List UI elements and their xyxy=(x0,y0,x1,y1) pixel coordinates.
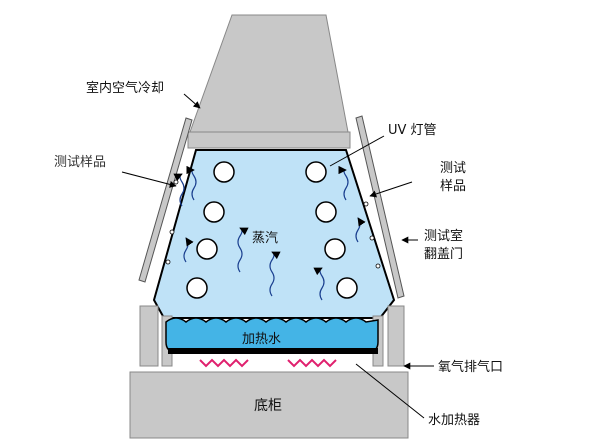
uv-lamp xyxy=(213,161,235,183)
chimney-collar xyxy=(187,131,351,149)
droplet xyxy=(375,263,381,269)
steam-arrow xyxy=(183,237,194,263)
uv-lamp xyxy=(324,238,346,260)
heater-coil-left xyxy=(199,358,249,368)
droplet xyxy=(169,229,175,235)
uv-lamp xyxy=(186,277,208,299)
droplet xyxy=(173,179,179,185)
label-cabinet: 底柜 xyxy=(254,398,282,414)
uv-lamp xyxy=(305,161,327,183)
right-side-panel xyxy=(355,115,405,299)
label-test-sample-left: 测试样品 xyxy=(54,155,106,170)
label-lid-2: 翻盖门 xyxy=(424,247,463,262)
droplet xyxy=(369,235,375,241)
left-side-panel xyxy=(138,117,193,283)
leader-heater xyxy=(355,363,425,419)
steam-arrow xyxy=(355,217,366,243)
label-indoor-cooling: 室内空气冷却 xyxy=(86,80,164,96)
steam-arrow xyxy=(338,165,349,201)
right-support-outer xyxy=(387,305,405,367)
steam-arrow xyxy=(173,173,185,207)
cooling-chimney xyxy=(189,14,349,133)
label-oxygen-exhaust: 氧气排气口 xyxy=(438,359,503,375)
water-basin xyxy=(165,317,379,353)
steam-arrow xyxy=(313,267,325,301)
droplet xyxy=(363,201,369,207)
leader-cooling xyxy=(183,93,201,109)
steam-arrow xyxy=(237,227,249,273)
label-lid-1: 测试室 xyxy=(424,228,463,244)
heater-coil-right xyxy=(287,358,337,368)
leader-sample-right xyxy=(369,181,413,198)
steam-arrow xyxy=(269,251,281,297)
label-test-sample-right-1: 测试 xyxy=(440,161,466,176)
basin-bottom xyxy=(168,348,378,354)
label-uv-lamp: UV 灯管 xyxy=(388,123,437,138)
uv-lamp xyxy=(203,201,225,223)
label-steam: 蒸汽 xyxy=(252,231,278,246)
steam-arrow xyxy=(186,165,197,201)
label-water-heater: 水加热器 xyxy=(428,413,480,428)
base-cabinet xyxy=(129,371,409,439)
left-support-outer xyxy=(139,305,159,367)
leader-sample-left xyxy=(121,171,177,188)
label-heated-water: 加热水 xyxy=(242,332,281,347)
label-test-sample-right-2: 样品 xyxy=(440,179,466,194)
uv-lamp xyxy=(315,201,337,223)
droplet xyxy=(165,259,171,265)
uv-lamp xyxy=(336,277,358,299)
uv-lamp xyxy=(196,238,218,260)
leader-uv-lamp xyxy=(329,135,385,167)
